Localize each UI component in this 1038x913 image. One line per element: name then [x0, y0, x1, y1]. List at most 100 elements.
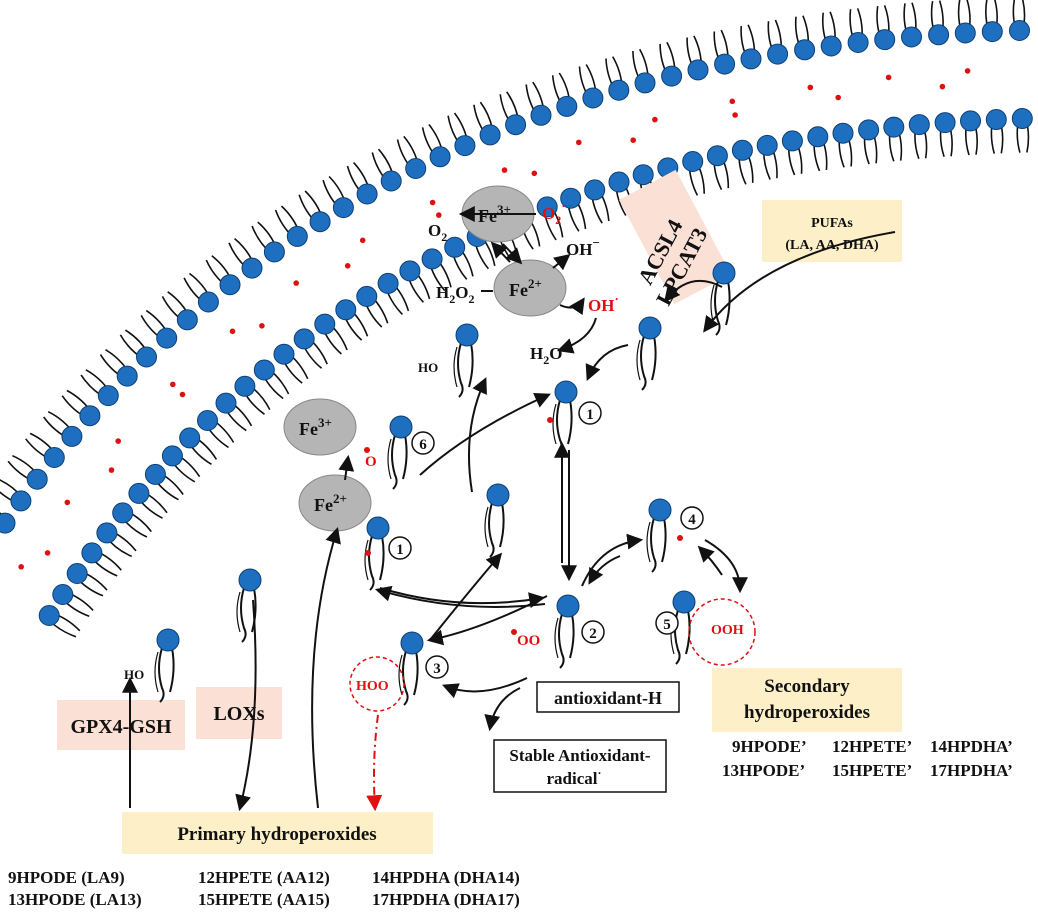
arrow-fe2-to-fe3	[490, 241, 511, 263]
hydroxide-label: OH−	[566, 235, 600, 259]
phospholipid-pair	[1009, 0, 1033, 153]
secondary-title-1: Secondary	[764, 676, 850, 697]
reaction-arrows	[122, 231, 896, 812]
badge-4: 4	[680, 506, 704, 530]
hydroxyl-radical-label: OH·	[588, 291, 619, 315]
phospholipid-pair	[847, 8, 880, 165]
svg-text:3: 3	[433, 661, 441, 677]
phospholipid-pair	[421, 123, 496, 270]
svg-text:2: 2	[589, 626, 597, 642]
gpx4-label: GPX4-GSH	[70, 716, 172, 738]
primary-r2-c3: 17HPDHA (DHA17)	[372, 890, 520, 909]
phospholipid-pair	[396, 135, 474, 280]
arrow-5-to-4	[697, 545, 723, 576]
phospholipid-pair	[686, 35, 730, 190]
stable-antioxidant-line1: Stable Antioxidant-	[509, 746, 651, 765]
badge-3: 3	[425, 655, 449, 679]
phospholipid-pair	[981, 0, 1007, 154]
arrow-2-to-4	[581, 533, 644, 587]
number-badges: 1 6 1 2 3 4 5	[388, 401, 704, 679]
free-lipids	[154, 261, 736, 706]
stable-antioxidant-line2: radical·	[546, 766, 601, 788]
hoo-label: HOO	[356, 679, 389, 694]
phospholipid-pair	[99, 349, 218, 465]
arrow-to-stable-radical	[484, 687, 521, 732]
lipid-membrane-pufa	[636, 316, 662, 391]
arrow-fe3-to-fe2	[502, 243, 523, 265]
phospholipid-pair	[38, 605, 81, 638]
hoo-highlight-circle	[349, 656, 405, 712]
arrow-3-to-primary	[366, 714, 383, 812]
superoxide-label: O2·−	[542, 198, 573, 227]
loxs-label: LOXs	[213, 703, 264, 725]
arrow-4-to-5	[704, 539, 748, 594]
svg-text:1: 1	[396, 542, 404, 558]
phospholipid-pair	[18, 564, 94, 617]
phospholipid-pair	[901, 2, 930, 160]
iron-lower: Fe3+ Fe2+	[283, 398, 372, 532]
secondary-r2-c2: 15HPETE’	[832, 761, 912, 780]
arrow-to-pufa-mid	[429, 552, 503, 641]
water-label: H2O	[530, 344, 562, 367]
acsl4-lpcat3-box: ACSL4 LPCAT3	[619, 169, 731, 309]
secondary-r1-c1: 9HPODE’	[732, 737, 807, 756]
phospholipid-pair	[161, 291, 271, 415]
pufas-title: PUFAs	[811, 216, 853, 231]
phospholipid-pair	[928, 0, 956, 157]
phospholipid-pair	[298, 190, 389, 328]
phospholipid-pair	[551, 72, 610, 224]
primary-r2-c1: 13HPODE (LA13)	[8, 890, 142, 909]
lipid-radical-1-lower	[364, 516, 390, 591]
primary-r1-c1: 9HPODE (LA9)	[8, 868, 125, 887]
fe3-circle-lower	[283, 398, 357, 456]
phospholipid-pair	[659, 41, 705, 196]
phospholipid-pair	[0, 512, 108, 597]
secondary-r2-c1: 13HPODE’	[722, 761, 805, 780]
oxygen-label: O2	[428, 221, 447, 244]
phospholipid-pair	[7, 454, 137, 558]
phospholipid-pair	[274, 205, 369, 341]
ho-label-gpx: HO	[124, 667, 144, 682]
phospholipid-pair	[80, 369, 201, 483]
phospholipid-pair	[140, 309, 253, 432]
iron-cycle: Fe3+ Fe2+ O2·− O2 OH− H2O2 OH· H2O	[428, 185, 619, 367]
secondary-box: Secondary hydroperoxides	[712, 668, 902, 732]
lipid-hydroxy-top	[453, 323, 479, 398]
badge-1-lower: 1	[388, 536, 412, 560]
pufas-subtitle: (LA, AA, DHA)	[785, 238, 879, 253]
lipid-radical-1-upper	[547, 380, 578, 455]
fe2-label-top: Fe2+	[509, 276, 542, 300]
lipid-gpx-product	[154, 628, 180, 703]
gpx4-box: GPX4-GSH	[57, 700, 185, 750]
phospholipid-pair	[183, 272, 290, 400]
lipid-free-pufa	[710, 261, 736, 336]
arrow-primary-to-fe2	[311, 526, 341, 809]
badge-1-upper: 1	[578, 401, 602, 425]
antioxidant-h-border	[536, 681, 680, 713]
svg-text:6: 6	[419, 437, 427, 453]
pufas-box: PUFAs (LA, AA, DHA)	[762, 200, 902, 262]
badge-2: 2	[581, 620, 605, 644]
peroxyl-dot	[511, 629, 517, 635]
phospholipid-pair	[205, 255, 309, 384]
secondary-title-2: hydroperoxides	[744, 702, 870, 723]
phospholipid-pair	[954, 0, 981, 156]
arrow-4-to-2	[588, 555, 621, 585]
phospholipid-pair	[346, 162, 431, 303]
stable-antioxidant-border	[493, 739, 667, 793]
secondary-r2-c3: 17HPDHA’	[930, 761, 1013, 780]
stable-antioxidant-box: Stable Antioxidant- radical·	[493, 739, 667, 793]
alkoxyl-dot	[364, 447, 370, 453]
phospholipid-pair	[0, 479, 122, 577]
membrane-bilayer	[0, 0, 1033, 638]
secondary-r1-c2: 12HPETE’	[832, 737, 912, 756]
loxs-bg	[196, 687, 282, 739]
arrow-fe2-to-oh	[552, 254, 571, 271]
peroxyl-label: OO	[517, 633, 540, 649]
primary-box: Primary hydroperoxides	[122, 812, 433, 854]
badge-6: 6	[411, 431, 435, 455]
phospholipid-pair	[251, 221, 348, 355]
phospholipid-pair	[525, 81, 587, 232]
